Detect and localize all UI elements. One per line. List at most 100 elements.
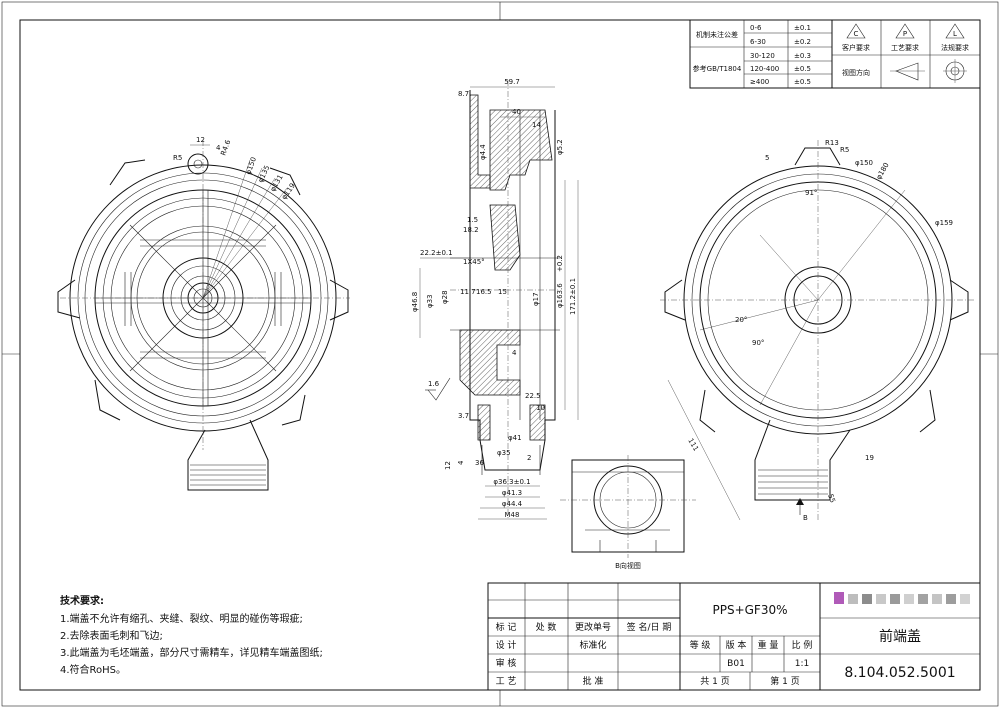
dim-label: 4 [457,460,465,465]
tb-header: 更改单号 [575,621,611,633]
dim-label: φ119 [280,182,297,201]
regulation-triangle-icon [945,23,965,39]
symbol-label: 工艺要求 [891,43,919,52]
dim-label: 18.2 [463,226,479,234]
symbol-label: 法规要求 [941,43,969,52]
tb-design-label: 设 计 [496,639,517,651]
dim-label: φ46.8 [411,292,419,312]
tb-grade-header: 等 级 [690,639,711,651]
dim-label: φ28 [441,290,449,304]
dim-label: 171.2±0.1 [569,278,577,315]
dim-label: 3.7 [458,412,469,420]
tb-review-label: 审 核 [496,657,517,669]
projection-cone-icon [890,62,925,81]
customer-triangle-icon [846,23,866,39]
dim-label: φ41 [508,434,522,442]
tolerance-table: 机制未注公差 参考GB/T1804 0-6 ±0.1 6-30 ±0.2 30-… [689,19,833,89]
tb-process-label: 工 艺 [496,676,517,687]
dim-label: 5 [765,154,769,162]
dim-label: 15 [498,288,507,296]
tb-material: PPS+GF30% [712,603,787,617]
process-triangle-icon [895,23,915,39]
dim-label: R5 [173,154,182,162]
tol-value: ±0.2 [794,38,811,46]
dim-label: 4 [216,144,221,152]
dim-label: φ180 [875,161,891,181]
right-view: R13 R5 φ180 φ159 φ150 5 91° 20° 90° 111 … [660,139,975,522]
blurred-company-logo [834,592,970,604]
tb-header: 标 记 [496,621,517,633]
roughness-value: 1.6 [428,380,440,388]
dim-label: 36 [475,459,484,467]
dim-label: φ44.4 [502,500,523,508]
section-view: 59.7 8.7 40 14 φ4.4 φ5.2 1.5 18.2 22.2±0… [411,78,579,520]
dim-label: 40 [512,108,521,116]
dim-label: R5 [840,146,849,154]
tol-range: 120-400 [750,65,779,73]
dim-label: 10 [536,404,545,412]
dim-label: φ150 [855,159,873,167]
tol-range: 6-30 [750,38,766,46]
tb-standardization-label: 标准化 [579,639,606,651]
title-block: 标 记 处 数 更改单号 签 名/日 期 设 计 标准化 审 核 工 艺 批 准… [487,582,981,691]
tech-requirements-title: 技术要求: [60,596,104,607]
tb-page-num: 第 1 页 [770,675,799,687]
dim-label: 14 [532,121,541,129]
tb-approve-label: 批 准 [583,675,604,687]
tb-part-name: 前端盖 [879,628,921,645]
tol-range: 0-6 [750,24,762,32]
tb-pages-total: 共 1 页 [700,676,729,687]
dim-label: 11.7 [460,288,476,296]
symbol-label: 客户要求 [842,43,870,52]
dim-label: 8.7 [458,90,469,98]
tol-range: ≥400 [750,78,769,86]
tol-range: 30-120 [750,52,775,60]
dim-label: 4 [512,349,517,357]
dim-label: 90° [752,339,764,347]
symbol-letter: L [953,30,957,38]
dim-label: φ4.4 [479,144,487,160]
dim-label: φ131 [269,173,285,193]
dim-label: φ35 [497,449,511,457]
tb-version: B01 [727,659,745,669]
left-view: 12 R5 4 R4.6 φ150 φ135 φ131 φ119 [57,136,350,491]
dim-label: R4.6 [219,138,232,156]
tol-value: ±0.5 [794,65,811,73]
tb-grade-header: 版 本 [726,639,747,651]
b-view: B向视图 [560,455,696,570]
dim-label: 2 [527,454,531,462]
dim-label: 12 [444,461,452,470]
b-direction-label: B [803,514,808,522]
tb-header: 处 数 [536,621,557,633]
dim-label: R13 [825,139,839,147]
dim-label: φ135 [257,164,272,184]
dim-label: φ163.6 [556,283,564,308]
tb-part-number: 8.104.052.5001 [844,665,955,681]
tol-value: ±0.3 [794,52,811,60]
dim-label: 1X45° [463,258,485,266]
dim-label: φ150 [244,156,258,176]
b-view-label: B向视图 [615,561,641,570]
dim-label: 22.2±0.1 [420,249,453,257]
dim-label: M48 [505,511,520,519]
dim-label: φ33 [426,294,434,308]
tb-header: 签 名/日 期 [627,621,672,633]
dim-label: φ5.2 [556,139,564,155]
dim-label: 16.5 [476,288,492,296]
dim-label: 19 [865,454,874,462]
dim-label: +0.2 [556,255,564,272]
tb-grade-header: 比 例 [792,639,813,651]
dim-label: φ17 [532,292,540,306]
dim-label: 20° [735,316,747,324]
view-direction-label: 视图方向 [842,68,870,77]
dim-label: 22.5 [525,392,541,400]
dim-label: φ159 [935,219,953,227]
symbol-letter: P [903,30,907,38]
dim-label: 111 [686,437,700,453]
tolerance-general-label: 机制未注公差 [696,30,738,39]
dim-label: φ36.3±0.1 [493,478,530,486]
tol-value: ±0.5 [794,78,811,86]
symbol-letter: C [854,30,859,38]
tech-requirement-item: 1.端盖不允许有缩孔、夹缝、裂纹、明显的碰伤等瑕疵; [60,614,303,625]
